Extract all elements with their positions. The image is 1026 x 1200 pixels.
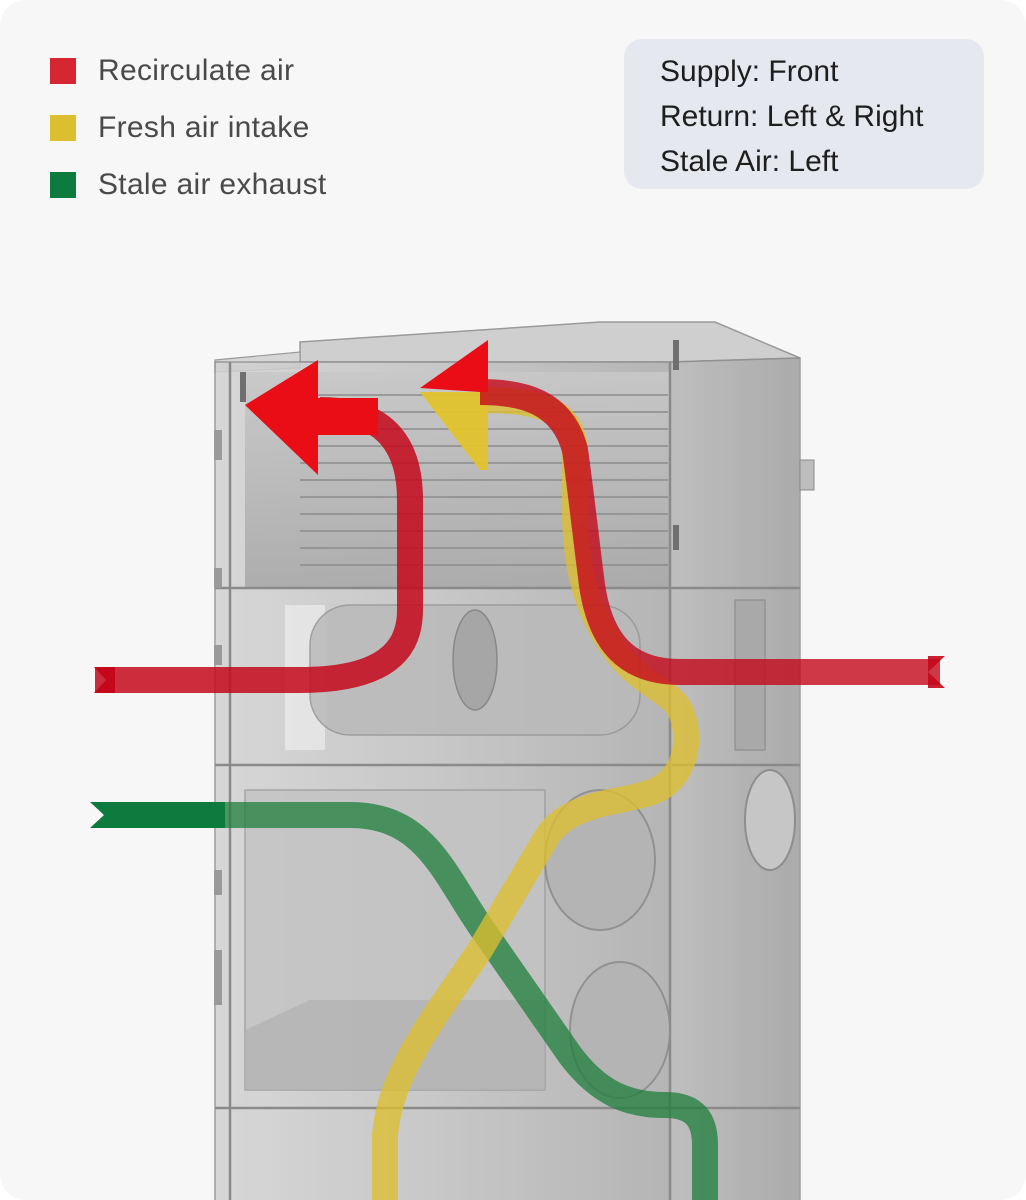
legend-swatch-recirculate (50, 57, 76, 84)
legend-swatch-fresh-air (50, 114, 76, 141)
stale-air-flow (90, 802, 718, 1200)
legend-label: Recirculate air (98, 53, 295, 87)
stale-air-outlet-flow-arrow (90, 802, 225, 828)
info-return: Return: Left & Right (660, 100, 924, 133)
blower-wheel-icon (452, 609, 498, 711)
legend-swatch-stale-air (50, 171, 76, 198)
info-stale-air: Stale Air: Left (660, 145, 839, 178)
legend-label: Fresh air intake (98, 110, 310, 144)
connection-info-box: Supply: Front Return: Left & Right Stale… (624, 39, 984, 189)
recirculate-supply-arrow-right (420, 340, 488, 392)
unit-housing-illustration (214, 321, 815, 1200)
legend-item-fresh-air: Fresh air intake (50, 99, 327, 156)
legend-item-recirculate: Recirculate air (50, 42, 327, 99)
legend-label: Stale air exhaust (98, 167, 327, 201)
recirculate-supply-arrow-left (245, 360, 378, 475)
recirculate-air-flow (94, 340, 945, 693)
fresh-air-supply-flow-arrow (420, 392, 488, 470)
legend: Recirculate air Fresh air intake Stale a… (50, 42, 327, 213)
info-supply: Supply: Front (660, 55, 839, 88)
legend-item-stale-air: Stale air exhaust (50, 156, 327, 213)
